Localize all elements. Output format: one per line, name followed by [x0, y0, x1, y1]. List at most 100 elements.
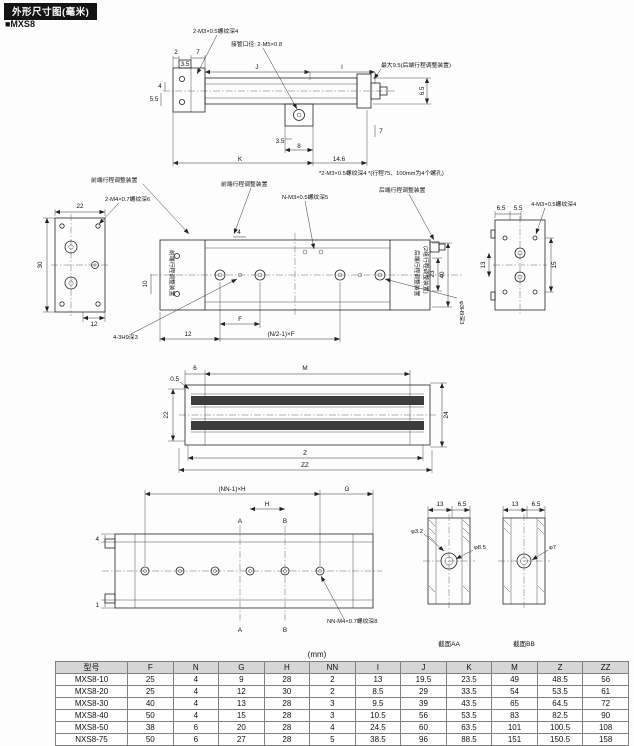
adjuster-labels: 前端行程调整装置 前端行程调整装置 N-M3×0.5螺纹深5 后端行程调整装置 — [91, 176, 435, 250]
table-cell: 2 — [309, 685, 356, 698]
table-cell: 108 — [582, 721, 629, 734]
table-cell: 28 — [263, 733, 311, 746]
column-header: ZZ — [582, 661, 629, 674]
table-cell: 15 — [218, 709, 265, 722]
table-cell: 90 — [582, 709, 629, 722]
table-row: MXS8-20 25 4 12 30 2 8.5 29 33.5 54 53.5… — [55, 685, 629, 698]
table-cell: 2 — [309, 673, 356, 686]
section-mark-A-top: A — [238, 518, 243, 525]
table-cell: 48.5 — [536, 673, 584, 686]
table-cell: 28 — [263, 697, 311, 710]
table-cell: 4 — [309, 721, 356, 734]
dim-ZZ: ZZ — [301, 462, 309, 469]
table-cell: 96 — [400, 733, 447, 746]
positioning-hole-label-vertical: φ3H9深3 — [458, 301, 466, 324]
max-stroke-label: 最大9.5(后端行程调整装置) — [381, 61, 451, 69]
table-row: MXS8-50 38 6 20 28 4 24.5 60 63.5 101 10… — [55, 721, 629, 734]
model-cell: MXS8-40 — [55, 709, 128, 722]
dim-7-top: 7 — [196, 49, 200, 56]
table-cell: 43.5 — [445, 697, 493, 710]
table-cell: 39 — [400, 697, 447, 710]
dim-4: 4 — [158, 83, 162, 90]
model-cell: MXS8-10 — [55, 673, 128, 686]
model-cell: MXS8-30 — [55, 697, 128, 710]
cylinder-body-outline — [163, 59, 397, 127]
table-cell: 4 — [172, 697, 220, 710]
table-cell: 54 — [491, 685, 538, 698]
column-header: G — [218, 661, 265, 674]
table-cell: 83 — [491, 709, 538, 722]
plan-view-dimensions: 4 10 23 40 F 12 (N/2-1)×F 4-3H9深3 φ3H9深3 — [113, 229, 466, 342]
table-cell: 61 — [582, 685, 629, 698]
table-cell: 38.5 — [354, 733, 402, 746]
dim-22-bottom: 22 — [163, 411, 170, 419]
dim-7-right: 7 — [379, 128, 383, 135]
dim-12-bottom: 12 — [184, 331, 192, 338]
dim-G: G — [345, 486, 350, 493]
front-view-dimensions: 2 7 3.5 J I 2-M3×0.5螺纹深4 接管口径: 2-M5×0.8 … — [150, 27, 451, 177]
table-cell: 158 — [582, 733, 629, 746]
table-cell: 9 — [218, 673, 265, 686]
bb-dim-13: 13 — [511, 501, 519, 508]
table-cell: 60 — [400, 721, 447, 734]
rear-adjuster-label: 后端行程调整装置 — [379, 186, 426, 194]
dim-0_5: 0.5 — [170, 376, 179, 383]
table-cell: 27 — [218, 733, 265, 746]
section-bb: 13 6.5 φ7 截面BB — [498, 501, 556, 648]
rear-adjuster-vertical-label: 后端行程调整装置 — [413, 250, 421, 297]
page-title: 外形尺寸图(毫米) — [4, 3, 98, 20]
dim-22: 22 — [76, 203, 84, 210]
table-cell: 24.5 — [354, 721, 402, 734]
dim-Z: Z — [303, 450, 307, 457]
table-cell: 20 — [218, 721, 265, 734]
column-header: 型号 — [55, 661, 128, 674]
left-thread-label: 2-M4×0.7螺纹深6 — [105, 195, 150, 203]
side-view-drawing: (NN-1)×H G H A B A B NN-M4×0.7螺纹深8 4 1 — [95, 486, 556, 648]
table-cell: 4 — [172, 685, 220, 698]
column-header: K — [445, 661, 493, 674]
table-cell: 150.5 — [536, 733, 584, 746]
dim-M: M — [302, 365, 307, 372]
table-row: MXS8-40 50 4 15 28 3 10.5 56 53.5 83 82.… — [55, 709, 629, 722]
dim-F: F — [238, 316, 242, 323]
section-mark-B-bottom: B — [283, 627, 287, 634]
footnote: *2-M3×0.5螺纹深4 *(行程75、100mm为4个螺孔) — [319, 169, 444, 177]
dim-1-side: 1 — [95, 602, 99, 609]
table-cell: 53.5 — [445, 709, 493, 722]
dim-3_5-top: 3.5 — [181, 61, 190, 68]
thread-label: 2-M3×0.5螺纹深4 — [193, 27, 239, 35]
dim-6-bottom: 6 — [193, 365, 197, 372]
table-cell: 33.5 — [445, 685, 493, 698]
table-cell: 29 — [400, 685, 447, 698]
side-view-dimensions: (NN-1)×H G H A B A B NN-M4×0.7螺纹深8 4 1 — [95, 486, 377, 634]
column-header: I — [354, 661, 402, 674]
table-cell: 38 — [127, 721, 174, 734]
table-cell: 56 — [400, 709, 447, 722]
table-cell: 88.5 — [445, 733, 493, 746]
plan-view: 前端行程调整装置 后端行程调整装置 (2组行程调整装置) — [151, 233, 463, 317]
column-header: F — [127, 661, 174, 674]
model-label: ■MXS8 — [5, 19, 35, 29]
dim-J: J — [255, 64, 258, 71]
table-cell: 40 — [127, 697, 174, 710]
dim-23: 23 — [429, 270, 436, 278]
dim-13-right-view: 13 — [480, 261, 487, 269]
table-cell: 4 — [172, 709, 220, 722]
dim-6_5: 6.5 — [419, 86, 426, 95]
table-cell: 65 — [491, 697, 538, 710]
front-elevation-drawing: 2 7 3.5 J I 2-M3×0.5螺纹深4 接管口径: 2-M5×0.8 … — [150, 27, 451, 177]
side-view — [102, 526, 382, 622]
table-cell: 9.5 — [354, 697, 402, 710]
table-cell: 4 — [172, 673, 220, 686]
front-adjuster-label-2: 前端行程调整装置 — [221, 180, 268, 188]
bb-dim-6_5: 6.5 — [532, 501, 541, 508]
table-cell: 6 — [172, 733, 220, 746]
table-cell: 28 — [263, 673, 311, 686]
dim-14_6: 14.6 — [333, 156, 346, 163]
table-cell: 8.5 — [354, 685, 402, 698]
table-cell: 25 — [127, 685, 174, 698]
dim-H: H — [265, 501, 270, 508]
section-bb-caption: 截面BB — [513, 639, 535, 648]
table-cell: 13 — [218, 697, 265, 710]
